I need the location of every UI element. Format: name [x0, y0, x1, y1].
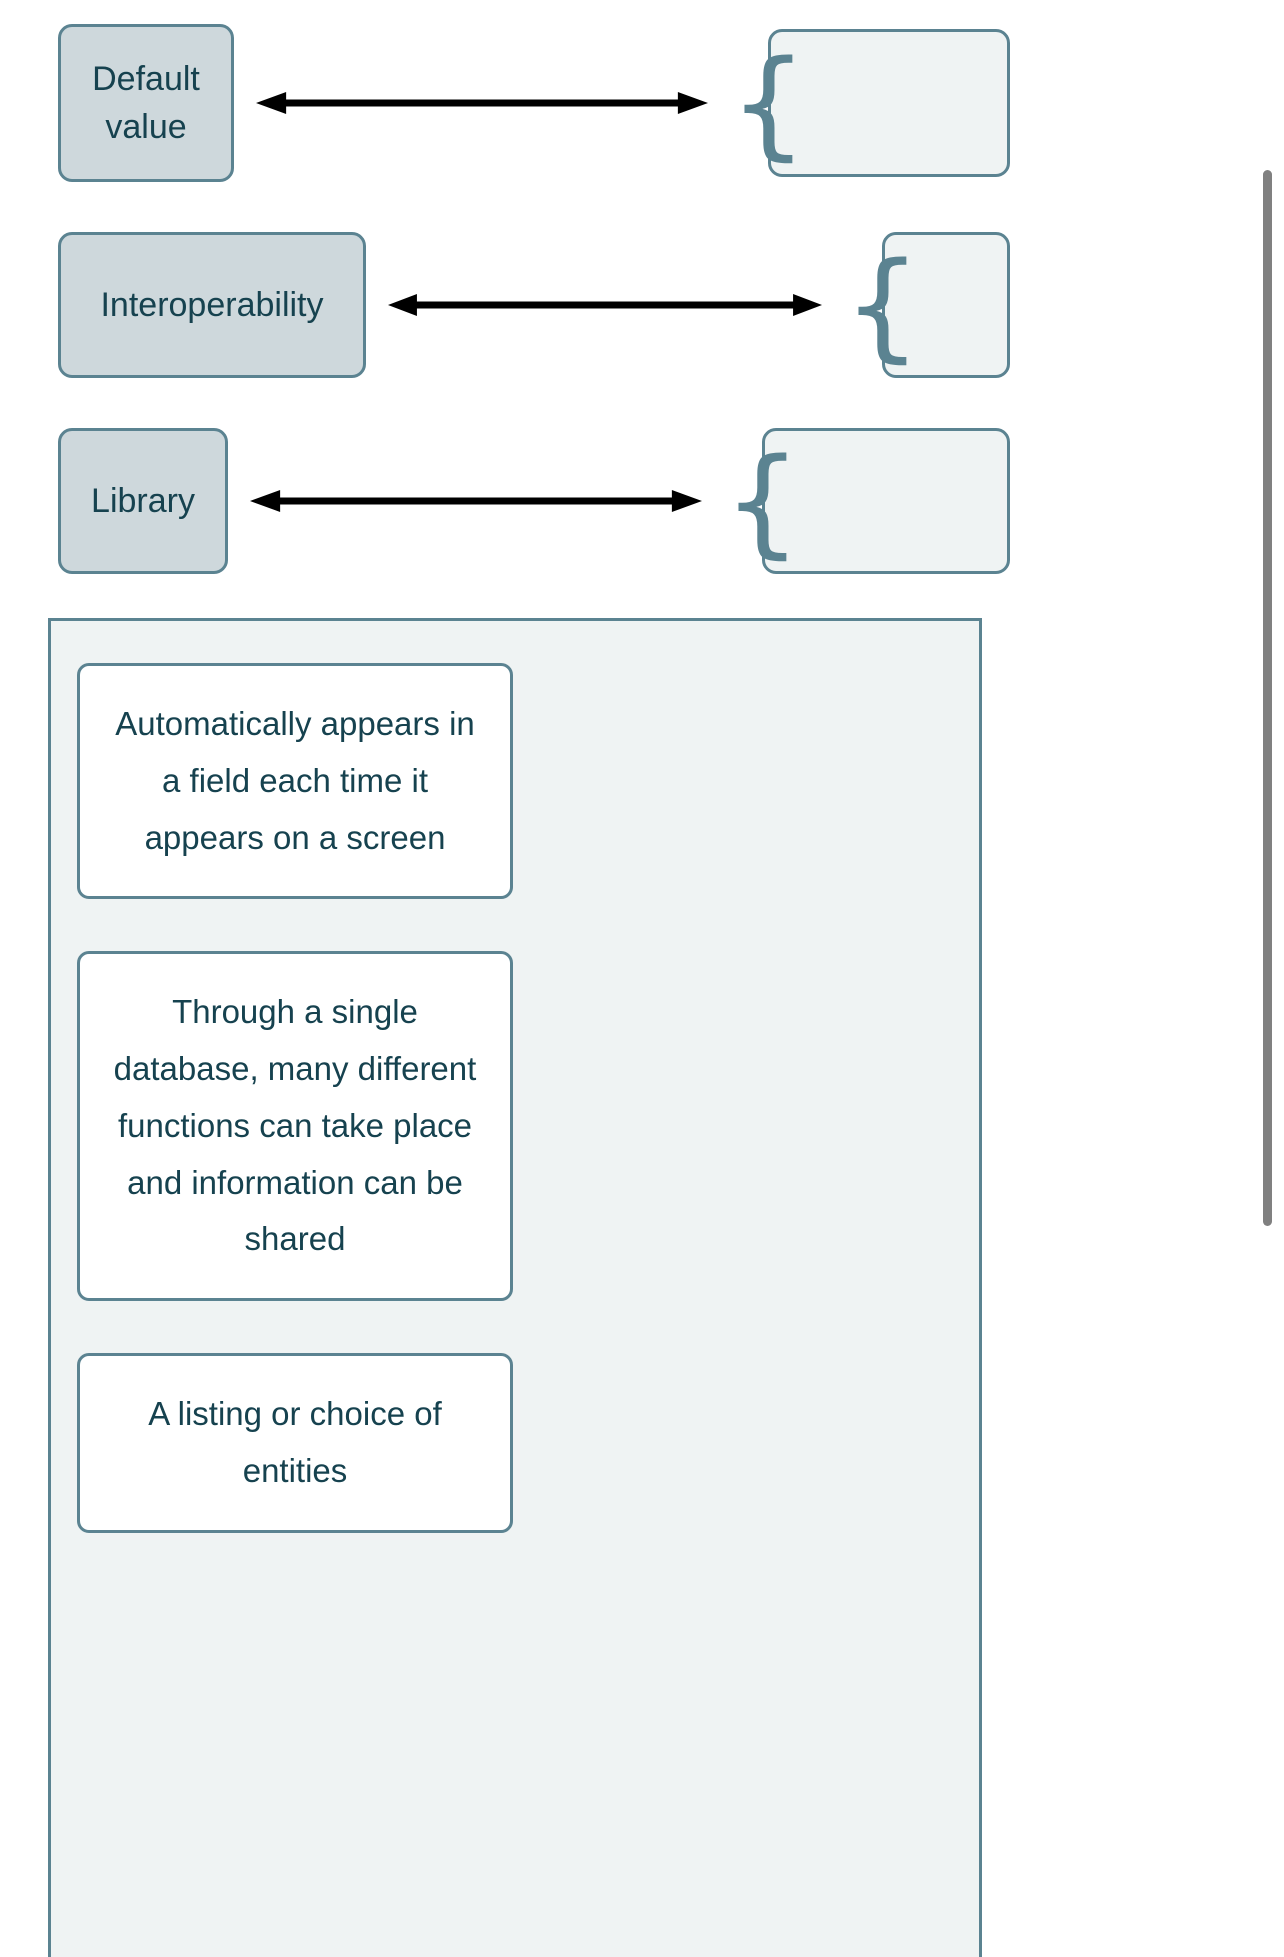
prompt-box-default-value[interactable]: Default value [58, 24, 234, 182]
answer-bank: Automatically appears in a field each ti… [48, 618, 982, 1957]
match-row-interoperability: Interoperability { [0, 232, 1010, 378]
vertical-scrollbar-thumb[interactable] [1263, 170, 1272, 1226]
dropzone-library[interactable] [762, 428, 1010, 574]
double-arrow-icon [250, 488, 702, 514]
answer-card[interactable]: Automatically appears in a field each ti… [77, 663, 513, 900]
match-row-default-value: Default value { [0, 24, 1010, 182]
prompt-box-library[interactable]: Library [58, 428, 228, 574]
left-curly-brace-icon: { [843, 235, 922, 374]
dropzone-default-value[interactable] [768, 29, 1010, 177]
dropzone-interoperability[interactable] [882, 232, 1010, 378]
match-row-library: Library { [0, 428, 1010, 574]
left-curly-brace-icon: { [729, 33, 808, 172]
answer-card[interactable]: Through a single database, many differen… [77, 951, 513, 1301]
double-arrow-icon [256, 90, 708, 116]
double-arrow-icon [388, 292, 822, 318]
answer-card[interactable]: A listing or choice of entities [77, 1353, 513, 1533]
left-curly-brace-icon: { [723, 431, 802, 570]
prompt-box-interoperability[interactable]: Interoperability [58, 232, 366, 378]
